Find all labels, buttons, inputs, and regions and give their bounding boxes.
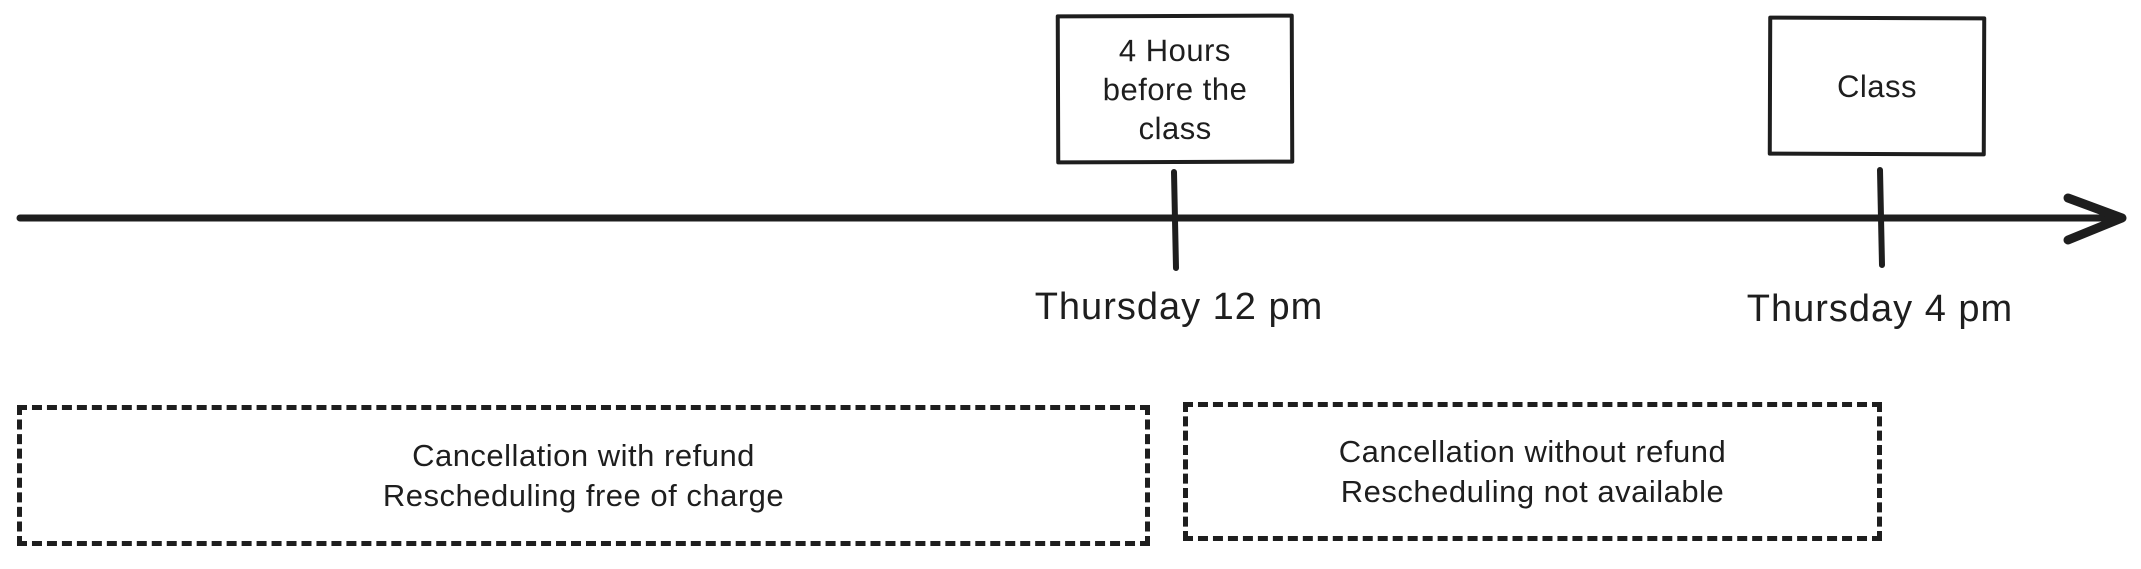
tick-class <box>1877 167 1885 268</box>
policy-box-after-deadline: Cancellation without refund Rescheduling… <box>1183 402 1882 541</box>
time-label-thursday-12pm: Thursday 12 pm <box>1034 286 1324 328</box>
milestone-box-class-label: Class <box>1836 68 1918 104</box>
policy-box-before-deadline-text: Cancellation with refund Rescheduling fr… <box>382 437 785 513</box>
milestone-box-4hours: 4 Hours before the class <box>1055 13 1295 165</box>
tick-deadline <box>1171 169 1179 271</box>
milestone-box-4hours-label: 4 Hours before the class <box>1102 32 1248 146</box>
milestone-box-class: Class <box>1767 15 1987 157</box>
arrowhead-icon <box>2063 193 2127 245</box>
policy-box-after-deadline-text: Cancellation without refund Rescheduling… <box>1338 433 1727 509</box>
policy-box-before-deadline: Cancellation with refund Rescheduling fr… <box>17 405 1150 546</box>
time-label-thursday-4pm: Thursday 4 pm <box>1746 288 2014 330</box>
